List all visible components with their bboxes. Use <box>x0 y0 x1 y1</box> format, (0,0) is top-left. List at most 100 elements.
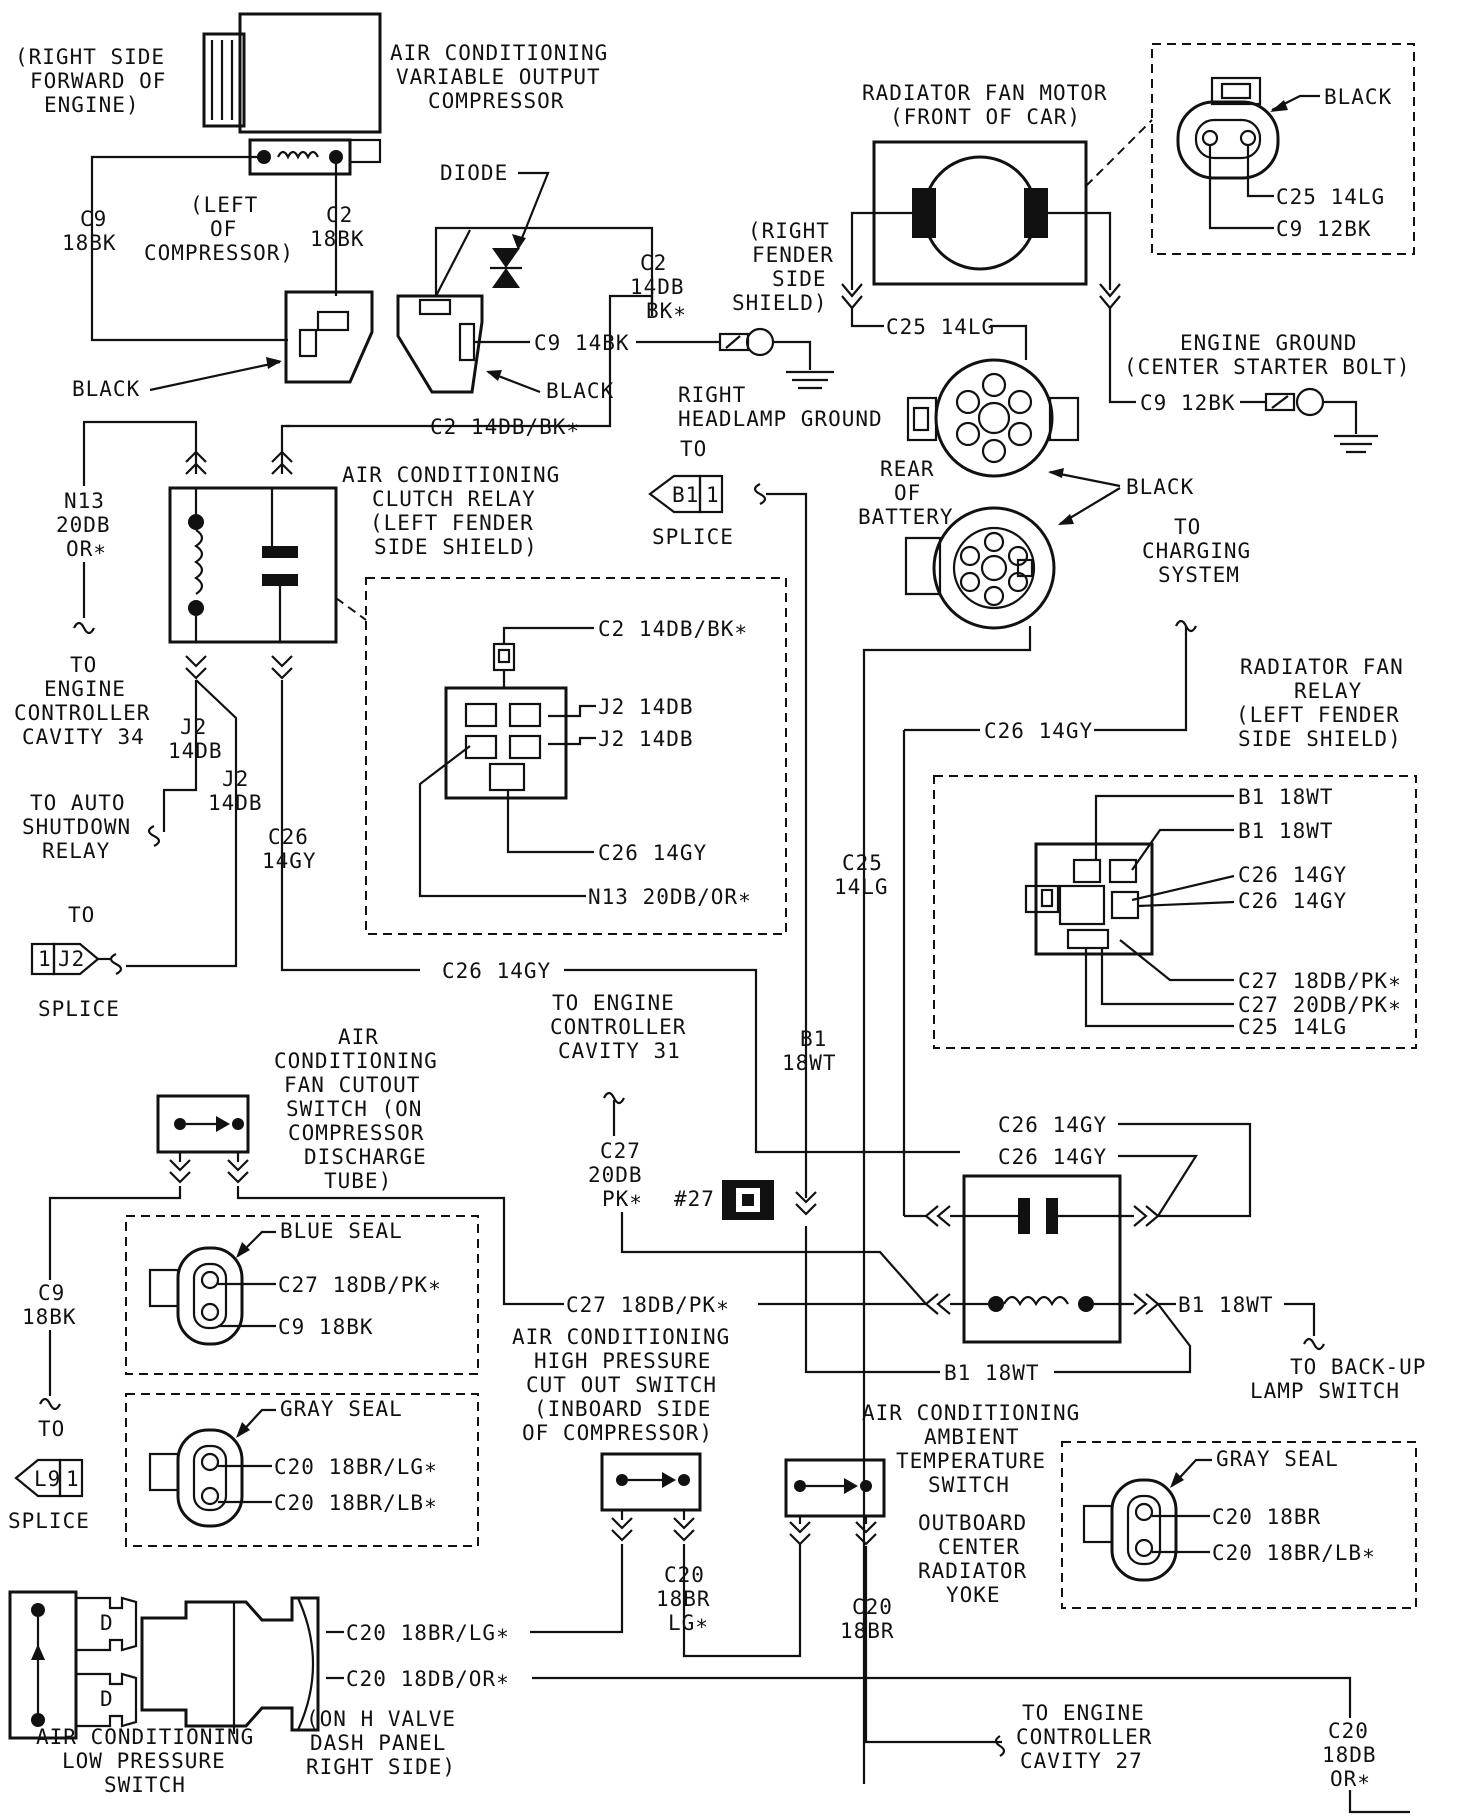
label-to-auto-3: RELAY <box>42 839 110 863</box>
label-acc-relay-4: SIDE SHIELD) <box>374 535 538 559</box>
label-c20-18db-or: C20 18DB/OR∗ <box>346 1667 510 1691</box>
gray-seal-detail-2 <box>1061 1441 1417 1609</box>
label-c20-v: C20 <box>664 1563 705 1587</box>
label-to-engine-ctrl34-1: TO <box>70 653 97 677</box>
connector-27-icon <box>722 1180 774 1220</box>
label-to-auto-2: SHUTDOWN <box>22 815 131 839</box>
j2-splice <box>30 942 100 976</box>
label-hvalve-3: RIGHT SIDE) <box>306 1755 456 1779</box>
label-rear-battery-3: BATTERY <box>858 505 954 529</box>
label-c9-v: C9 <box>38 1281 65 1305</box>
label-right-headlamp-1: RIGHT <box>678 383 746 407</box>
label-n13-20db: 20DB <box>56 513 111 537</box>
label-c27-v: C27 <box>600 1139 641 1163</box>
label-c20-x: C20 <box>1328 1719 1369 1743</box>
label-acamb-2: AMBIENT <box>924 1425 1020 1449</box>
blue-seal-connector <box>148 1246 244 1346</box>
label-c26-14gy-mid: C26 14GY <box>442 959 551 983</box>
label-achp-1: AIR CONDITIONING <box>512 1325 730 1349</box>
label-rfr-c27-a: C27 18DB/PK∗ <box>1238 969 1402 993</box>
label-right-side-forward-1: (RIGHT SIDE <box>15 45 165 69</box>
diode-connector <box>396 226 654 394</box>
fan-motor-connector <box>1176 76 1280 180</box>
gray-seal-connector-1 <box>148 1428 244 1528</box>
ac-high-pressure-switch <box>600 1452 702 1520</box>
label-ac-fan-cut-4: SWITCH (ON <box>286 1097 422 1121</box>
label-engine-ground-2: (CENTER STARTER BOLT) <box>1124 355 1411 379</box>
ac-ambient-temp-switch <box>784 1458 886 1524</box>
label-rear-battery-2: OF <box>894 481 921 505</box>
label-to-charging-2: CHARGING <box>1142 539 1251 563</box>
label-rear-battery-1: REAR <box>880 457 935 481</box>
label-b1-18wt: 18WT <box>782 1051 837 1075</box>
label-achp-2: HIGH PRESSURE <box>534 1349 711 1373</box>
label-relay-c2: C2 14DB/BK∗ <box>598 617 748 641</box>
label-c9-18bk: 18BK <box>62 231 117 255</box>
label-rad-fan-relay-4: SIDE SHIELD) <box>1238 727 1402 751</box>
label-l9-splice-pin: 1 <box>66 1467 80 1491</box>
label-c26-14gy-r2: C26 14GY <box>998 1145 1107 1169</box>
label-ac-fan-cut-7: TUBE) <box>324 1169 392 1193</box>
label-bs-c27: C27 18DB/PK∗ <box>278 1273 442 1297</box>
label-to-auto-1: TO AUTO <box>30 791 126 815</box>
label-to-engine-ctrl34-4: CAVITY 34 <box>22 725 145 749</box>
label-to-engine-ctrl31-1: TO ENGINE <box>552 991 675 1015</box>
label-c9-v-18bk: 18BK <box>22 1305 77 1329</box>
label-rfr-c25: C25 14LG <box>1238 1015 1347 1039</box>
label-left-of-compressor-2: OF <box>210 217 237 241</box>
label-outboard-1: OUTBOARD <box>918 1511 1027 1535</box>
label-c9-12bk-a: C9 12BK <box>1276 217 1372 241</box>
label-c20-or: OR∗ <box>1330 1767 1371 1791</box>
label-b1-v: B1 <box>800 1027 827 1051</box>
label-to-charging-1: TO <box>1174 515 1201 539</box>
label-to-charging-3: SYSTEM <box>1158 563 1240 587</box>
label-c26-a-14gy: 14GY <box>262 849 317 873</box>
label-achp-4: (INBOARD SIDE <box>534 1397 711 1421</box>
label-rfr-c26-a: C26 14GY <box>1238 863 1347 887</box>
label-ac-fan-cut-6: DISCHARGE <box>304 1145 427 1169</box>
compressor-connector <box>284 290 374 384</box>
label-j2-splice: J2 <box>58 947 85 971</box>
label-j2-a: J2 <box>180 715 207 739</box>
label-to-backup-2: LAMP SWITCH <box>1250 1379 1400 1403</box>
label-gs1-c20-a: C20 18BR/LG∗ <box>274 1455 438 1479</box>
label-blue-seal: BLUE SEAL <box>280 1219 403 1243</box>
label-right-side-forward-2: FORWARD OF <box>30 69 166 93</box>
gray-seal-detail-1 <box>125 1393 479 1547</box>
wire-c9-18bk <box>90 155 288 342</box>
label-j2-splice-pin: 1 <box>38 947 52 971</box>
label-outboard-3: RADIATOR <box>918 1559 1027 1583</box>
label-relay-n13: N13 20DB/OR∗ <box>588 885 752 909</box>
label-c20-18br-lg: C20 18BR/LG∗ <box>346 1621 510 1645</box>
label-b1-18wt-r: B1 18WT <box>1178 1293 1274 1317</box>
label-acc-relay-3: (LEFT FENDER <box>370 511 534 535</box>
label-rfr-c26-b: C26 14GY <box>1238 889 1347 913</box>
label-ac-compressor-2: VARIABLE OUTPUT <box>396 65 601 89</box>
label-hvalve-1: (ON H VALVE <box>306 1707 456 1731</box>
label-rfr-b1-b: B1 18WT <box>1238 819 1334 843</box>
label-relay-c26: C26 14GY <box>598 841 707 865</box>
l9-splice <box>14 1458 84 1498</box>
label-c27-pk: PK∗ <box>602 1187 643 1211</box>
label-j2-b-14db: 14DB <box>208 791 263 815</box>
label-right-fender-4: SHIELD) <box>732 291 828 315</box>
b1-splice <box>648 474 724 514</box>
label-to-engine-ctrl27-3: CAVITY 27 <box>1020 1749 1143 1773</box>
label-c26-a: C26 <box>268 825 309 849</box>
label-to-backup-1: TO BACK-UP <box>1290 1355 1426 1379</box>
label-radiator-fan-motor-2: (FRONT OF CAR) <box>890 105 1081 129</box>
label-acamb-4: SWITCH <box>928 1473 1010 1497</box>
ac-low-pressure-switch <box>8 1590 320 1740</box>
label-c20-18db: 18DB <box>1322 1743 1377 1767</box>
label-ac-compressor-3: COMPRESSOR <box>428 89 564 113</box>
label-c25-v: C25 <box>842 851 883 875</box>
ac-fan-cutout-switch <box>156 1094 250 1162</box>
label-rad-fan-relay-2: RELAY <box>1294 679 1362 703</box>
label-c26-14gy-top: C26 14GY <box>984 719 1093 743</box>
label-bs-c9: C9 18BK <box>278 1315 374 1339</box>
label-c2-14db-bk: C2 14DB/BK∗ <box>430 415 580 439</box>
label-c20-w-18br: 18BR <box>840 1619 895 1643</box>
label-rfr-c27-b: C27 20DB/PK∗ <box>1238 993 1402 1017</box>
label-black-3: BLACK <box>1324 85 1392 109</box>
